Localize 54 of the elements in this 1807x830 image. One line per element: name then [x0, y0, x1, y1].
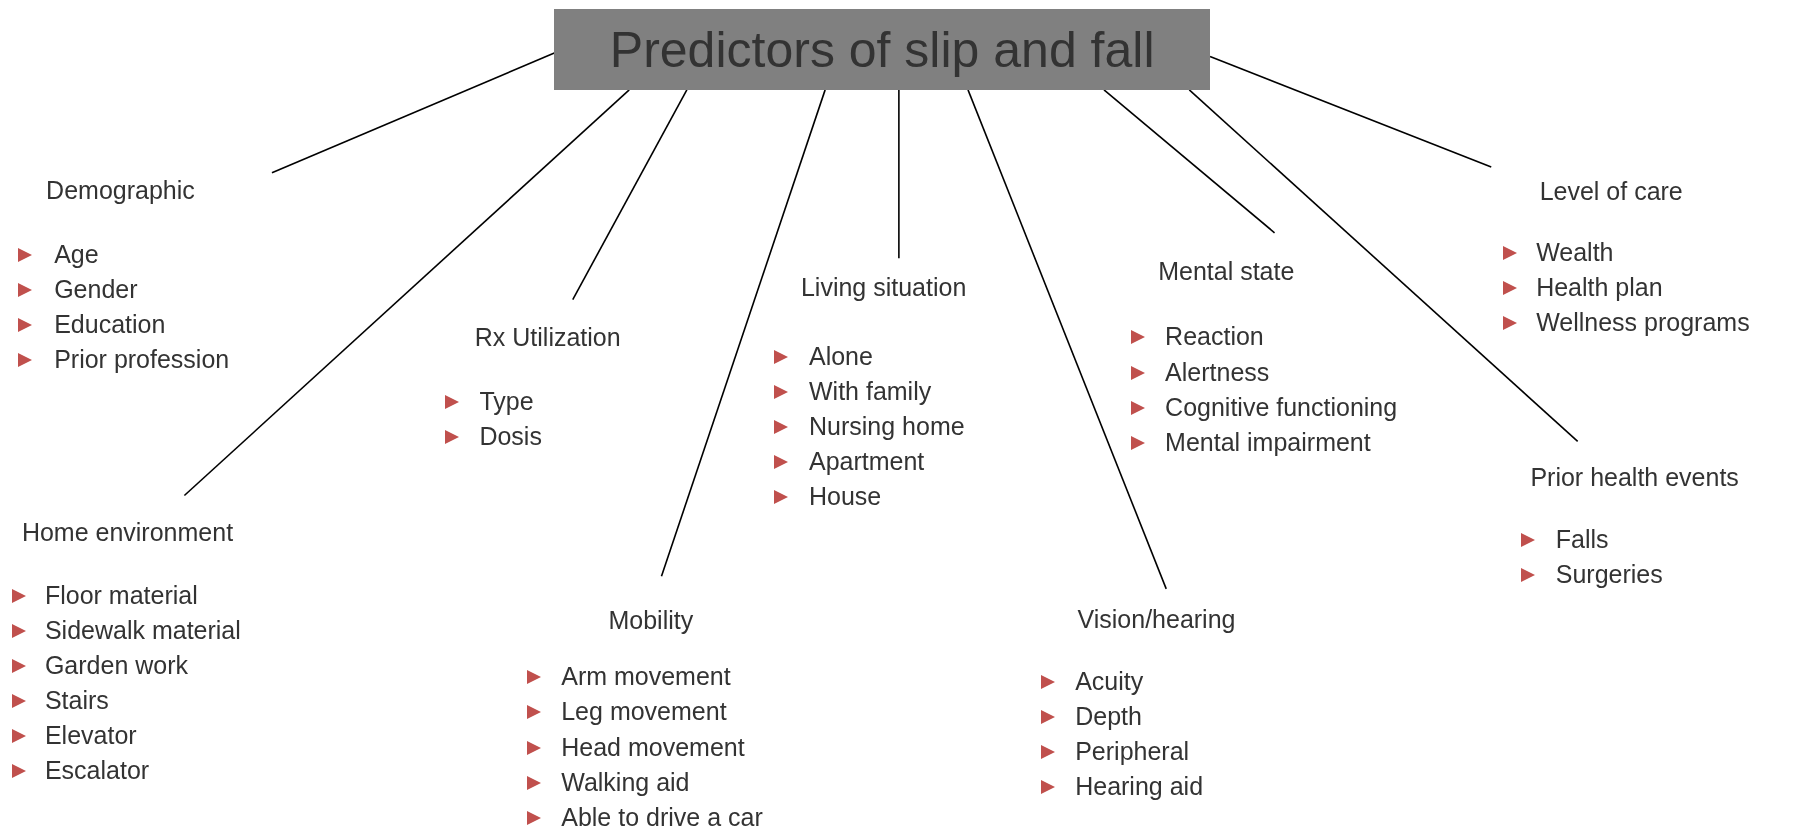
list-item: Falls — [1555, 524, 1609, 555]
list-item: Wealth — [1536, 237, 1614, 268]
list-item: Peripheral — [1075, 736, 1190, 767]
list-item: Prior profession — [54, 343, 230, 374]
list-item: Nursing home — [809, 411, 965, 442]
connector-line — [1188, 89, 1579, 443]
connector-line — [571, 89, 688, 301]
list-item: Dosis — [479, 421, 542, 452]
list-item: Acuity — [1075, 666, 1144, 697]
list-item: Apartment — [809, 446, 925, 477]
list-item: Type — [479, 386, 534, 417]
category-heading: Vision/hearing — [1077, 603, 1236, 634]
list-item: Age — [54, 238, 99, 269]
list-item: Wellness programs — [1536, 307, 1750, 338]
list-item: Cognitive functioning — [1165, 391, 1398, 422]
connector-line — [271, 52, 556, 174]
list-item: Hearing aid — [1075, 771, 1204, 802]
category-heading: Demographic — [46, 175, 195, 206]
list-item: Head movement — [561, 731, 745, 762]
list-item: Garden work — [44, 649, 189, 680]
list-item: Floor material — [44, 579, 198, 610]
list-item: Health plan — [1536, 272, 1663, 303]
list-item: Stairs — [44, 684, 109, 715]
category-heading: Living situation — [800, 271, 967, 302]
category-heading: Mobility — [608, 605, 694, 635]
list-item: Surgeries — [1555, 559, 1663, 590]
list-item: Sidewalk material — [44, 614, 241, 645]
list-item: Alone — [809, 341, 873, 372]
list-item: Mental impairment — [1165, 426, 1371, 457]
connector-line — [1103, 89, 1276, 234]
category-heading: Prior health events — [1530, 462, 1739, 493]
list-item: Depth — [1075, 701, 1142, 732]
connector-line — [183, 89, 630, 497]
list-item: House — [809, 481, 882, 512]
category-heading: Level of care — [1539, 176, 1683, 207]
connector-line — [967, 89, 1168, 590]
list-item: Able to drive a car — [561, 801, 763, 830]
connector-line — [660, 89, 826, 577]
category-heading: Rx Utilization — [474, 321, 621, 352]
list-item: Walking aid — [561, 766, 690, 797]
list-item: Elevator — [44, 719, 137, 750]
category-heading: Mental state — [1158, 255, 1295, 286]
title-box: Predictors of slip and fall — [554, 9, 1211, 90]
category-heading: Home environment — [21, 517, 234, 548]
list-item: With family — [809, 376, 932, 407]
list-item: Reaction — [1165, 321, 1264, 352]
list-item: Leg movement — [561, 696, 727, 727]
connector-line — [898, 89, 900, 259]
list-item: Arm movement — [561, 661, 731, 692]
list-item: Alertness — [1165, 356, 1270, 387]
list-item: Education — [54, 308, 166, 339]
list-item: Escalator — [44, 754, 150, 785]
list-item: Gender — [54, 273, 138, 304]
connector-line — [1209, 55, 1493, 168]
